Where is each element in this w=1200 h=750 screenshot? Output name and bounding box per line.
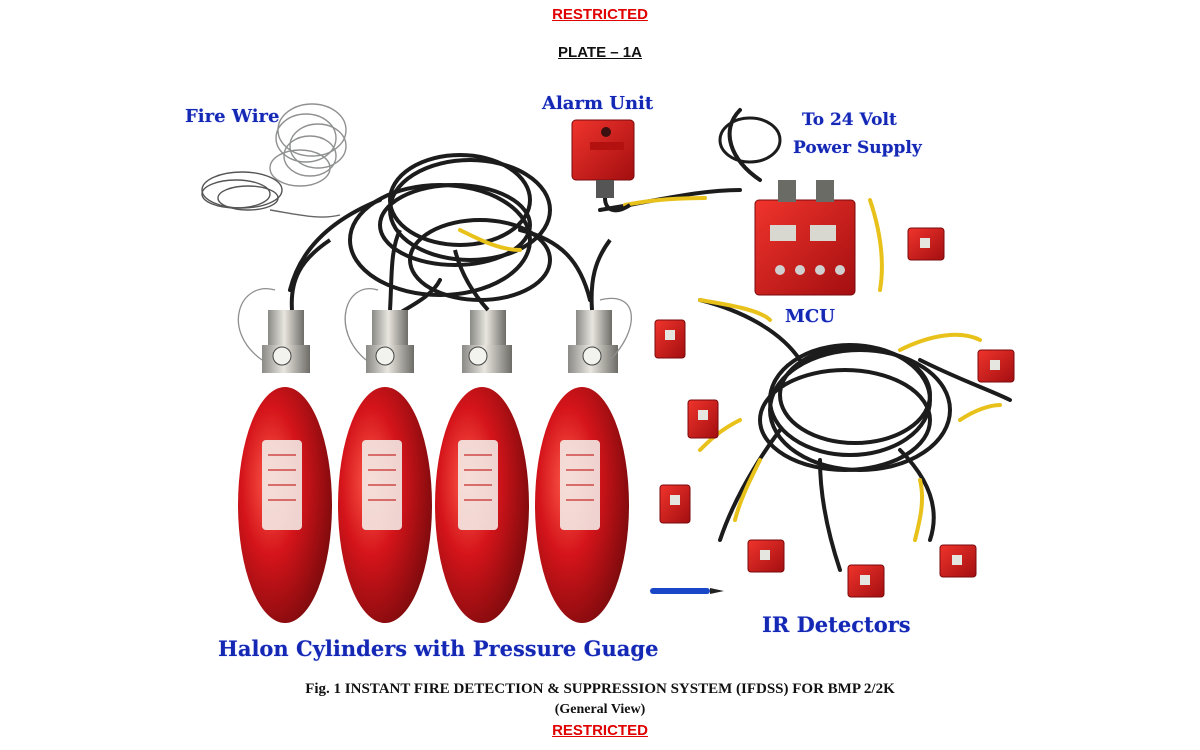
- label-fire-wire: Fire Wire: [185, 106, 280, 127]
- ir-detector-windows: [665, 238, 1000, 585]
- plate-number: PLATE – 1A: [558, 44, 642, 61]
- label-halon-cylinders: Halon Cylinders with Pressure Guage: [218, 636, 659, 661]
- label-ir-detectors: IR Detectors: [762, 612, 911, 637]
- mcu-device: [754, 180, 856, 296]
- halon-cylinders: [237, 229, 632, 623]
- label-power-supply-line1: To 24 Volt: [802, 110, 897, 130]
- label-power-supply-line2: Power Supply: [793, 138, 922, 158]
- pen: [650, 588, 724, 594]
- fire-wire-coil: [201, 103, 347, 218]
- classification-top: RESTRICTED: [552, 6, 648, 23]
- alarm-unit-device: [571, 119, 635, 213]
- yellow-cables: [458, 196, 1002, 542]
- label-mcu: MCU: [785, 306, 835, 327]
- figure-caption: Fig. 1 INSTANT FIRE DETECTION & SUPPRESS…: [305, 681, 895, 697]
- figure-subcaption: (General View): [554, 702, 646, 717]
- label-alarm-unit: Alarm Unit: [542, 93, 654, 114]
- classification-bottom: RESTRICTED: [552, 722, 648, 739]
